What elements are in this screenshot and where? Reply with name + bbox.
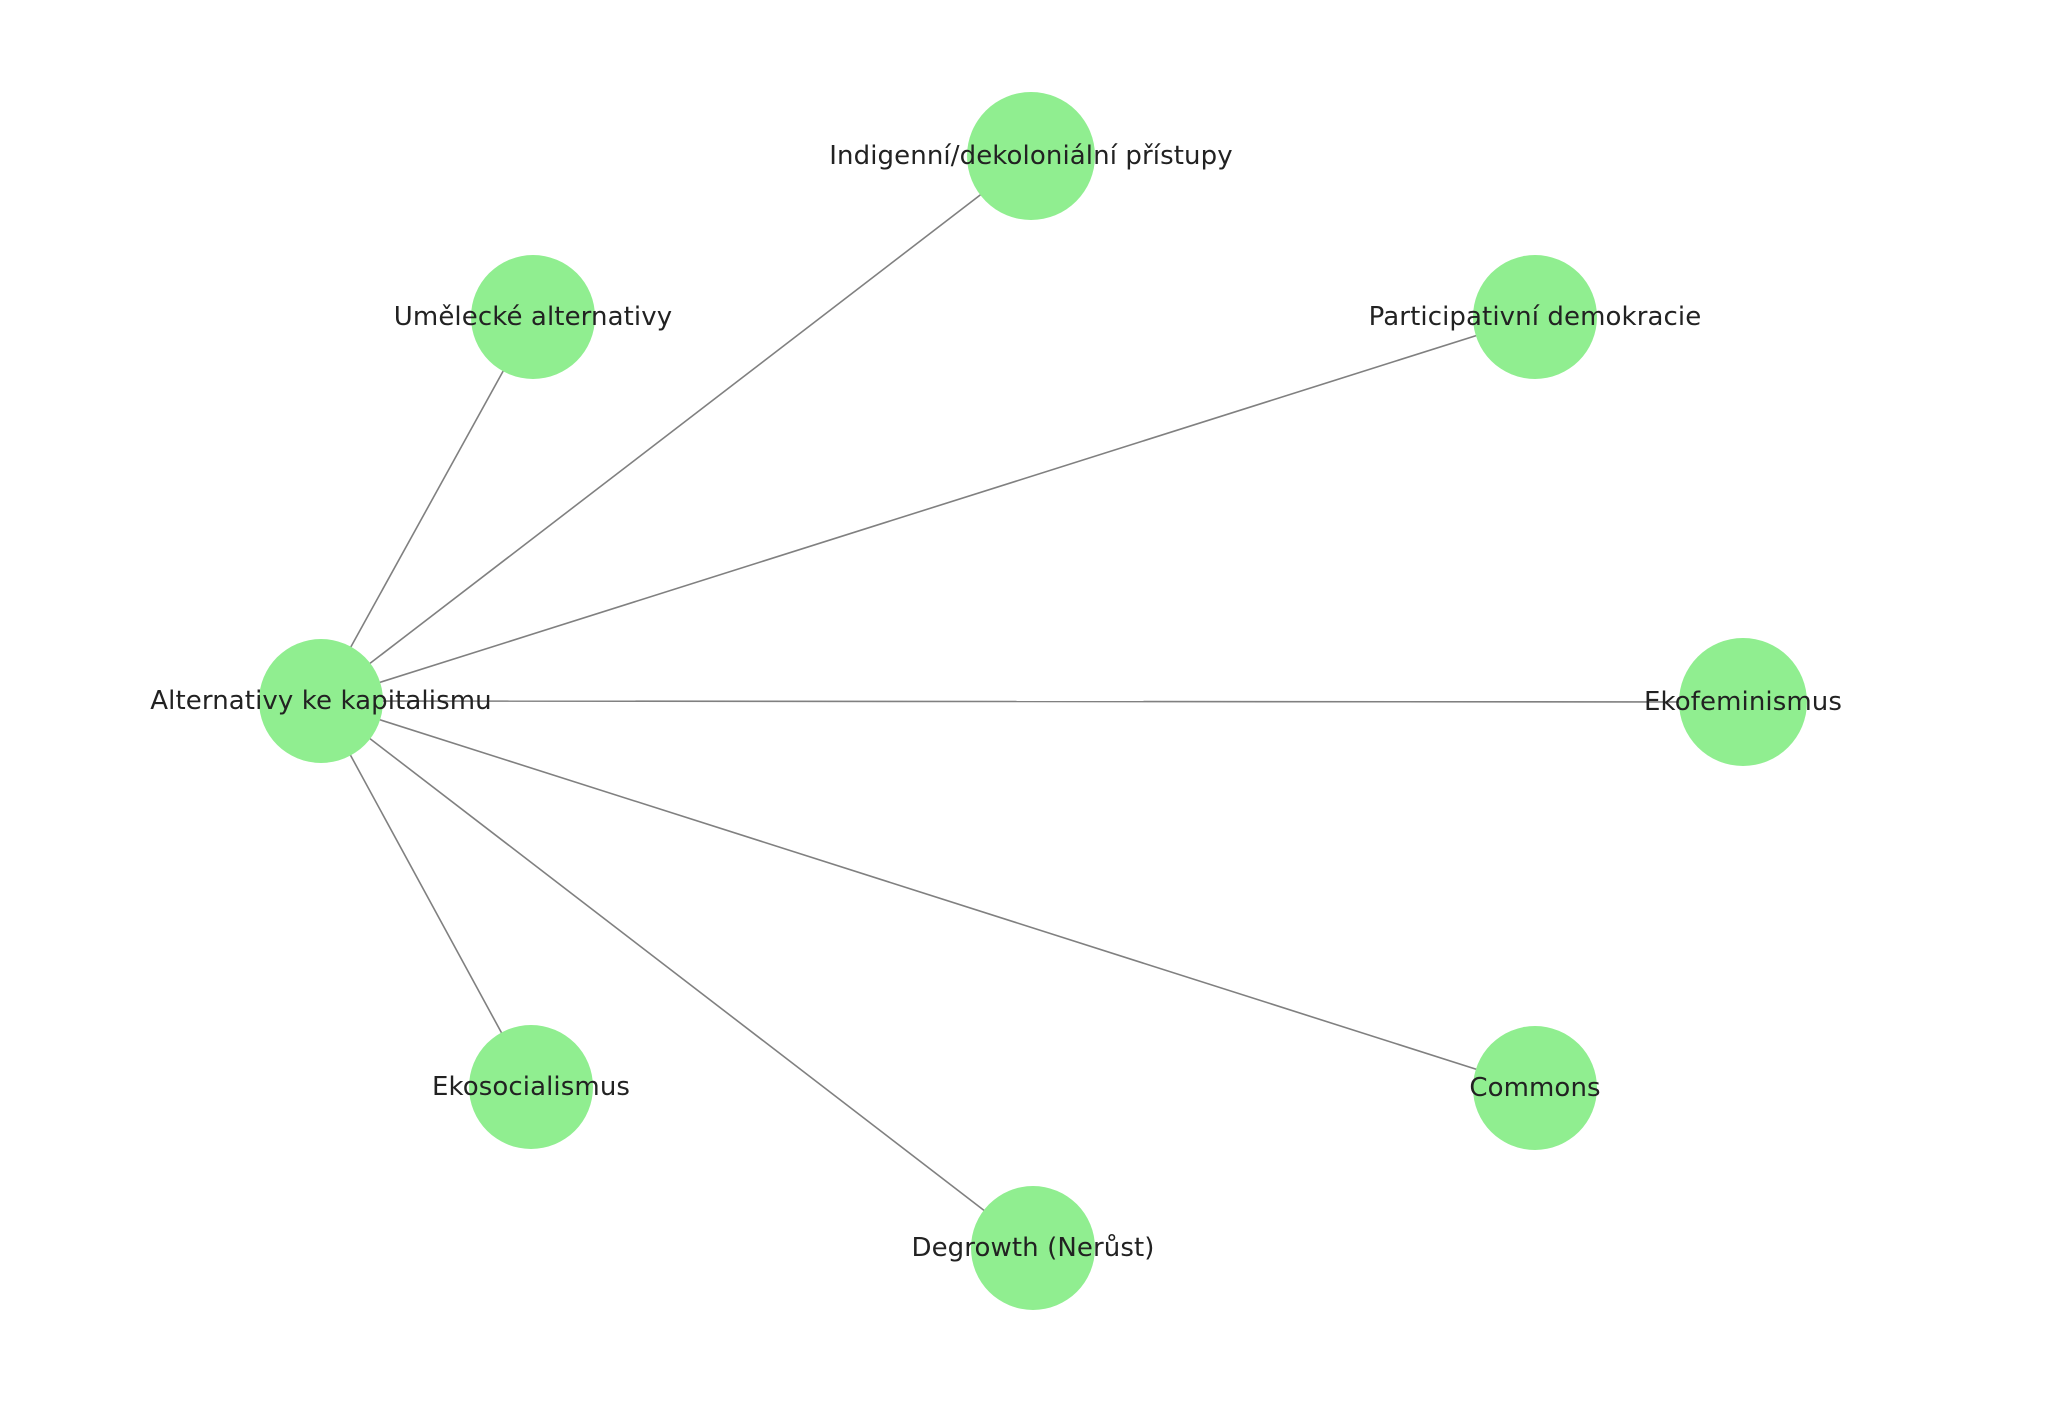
graph-node-indigenni[interactable] bbox=[967, 92, 1095, 220]
graph-node-label-ekosocialismus: Ekosocialismus bbox=[431, 1072, 631, 1102]
graph-node-label-center: Alternativy ke kapitalismu bbox=[150, 686, 492, 716]
graph-edge bbox=[320, 155, 1032, 702]
graph-node-label-degrowth: Degrowth (Nerůst) bbox=[911, 1233, 1155, 1263]
graph-edge bbox=[320, 700, 1536, 1089]
graph-node-commons[interactable] bbox=[1473, 1026, 1597, 1150]
graph-node-participativni[interactable] bbox=[1473, 255, 1597, 379]
graph-node-ekosocialismus[interactable] bbox=[469, 1025, 593, 1149]
graph-node-center[interactable] bbox=[259, 639, 383, 763]
graph-node-degrowth[interactable] bbox=[971, 1186, 1095, 1310]
graph-edge bbox=[320, 700, 532, 1088]
graph-node-label-participativni: Participativní demokracie bbox=[1368, 302, 1702, 332]
graph-node-label-commons: Commons bbox=[1469, 1073, 1601, 1103]
graph-node-ekofeminismus[interactable] bbox=[1679, 638, 1807, 766]
graph-edge bbox=[320, 700, 1744, 703]
graph-edge bbox=[320, 700, 1034, 1249]
graph-node-label-ekofeminismus: Ekofeminismus bbox=[1643, 687, 1843, 717]
graph-edge bbox=[320, 316, 1536, 702]
graph-edge bbox=[320, 316, 534, 702]
graph-node-label-umelecke: Umělecké alternativy bbox=[393, 302, 673, 332]
graph-node-label-indigenni: Indigenní/dekoloniální přístupy bbox=[829, 141, 1233, 171]
graph-node-umelecke[interactable] bbox=[471, 255, 595, 379]
